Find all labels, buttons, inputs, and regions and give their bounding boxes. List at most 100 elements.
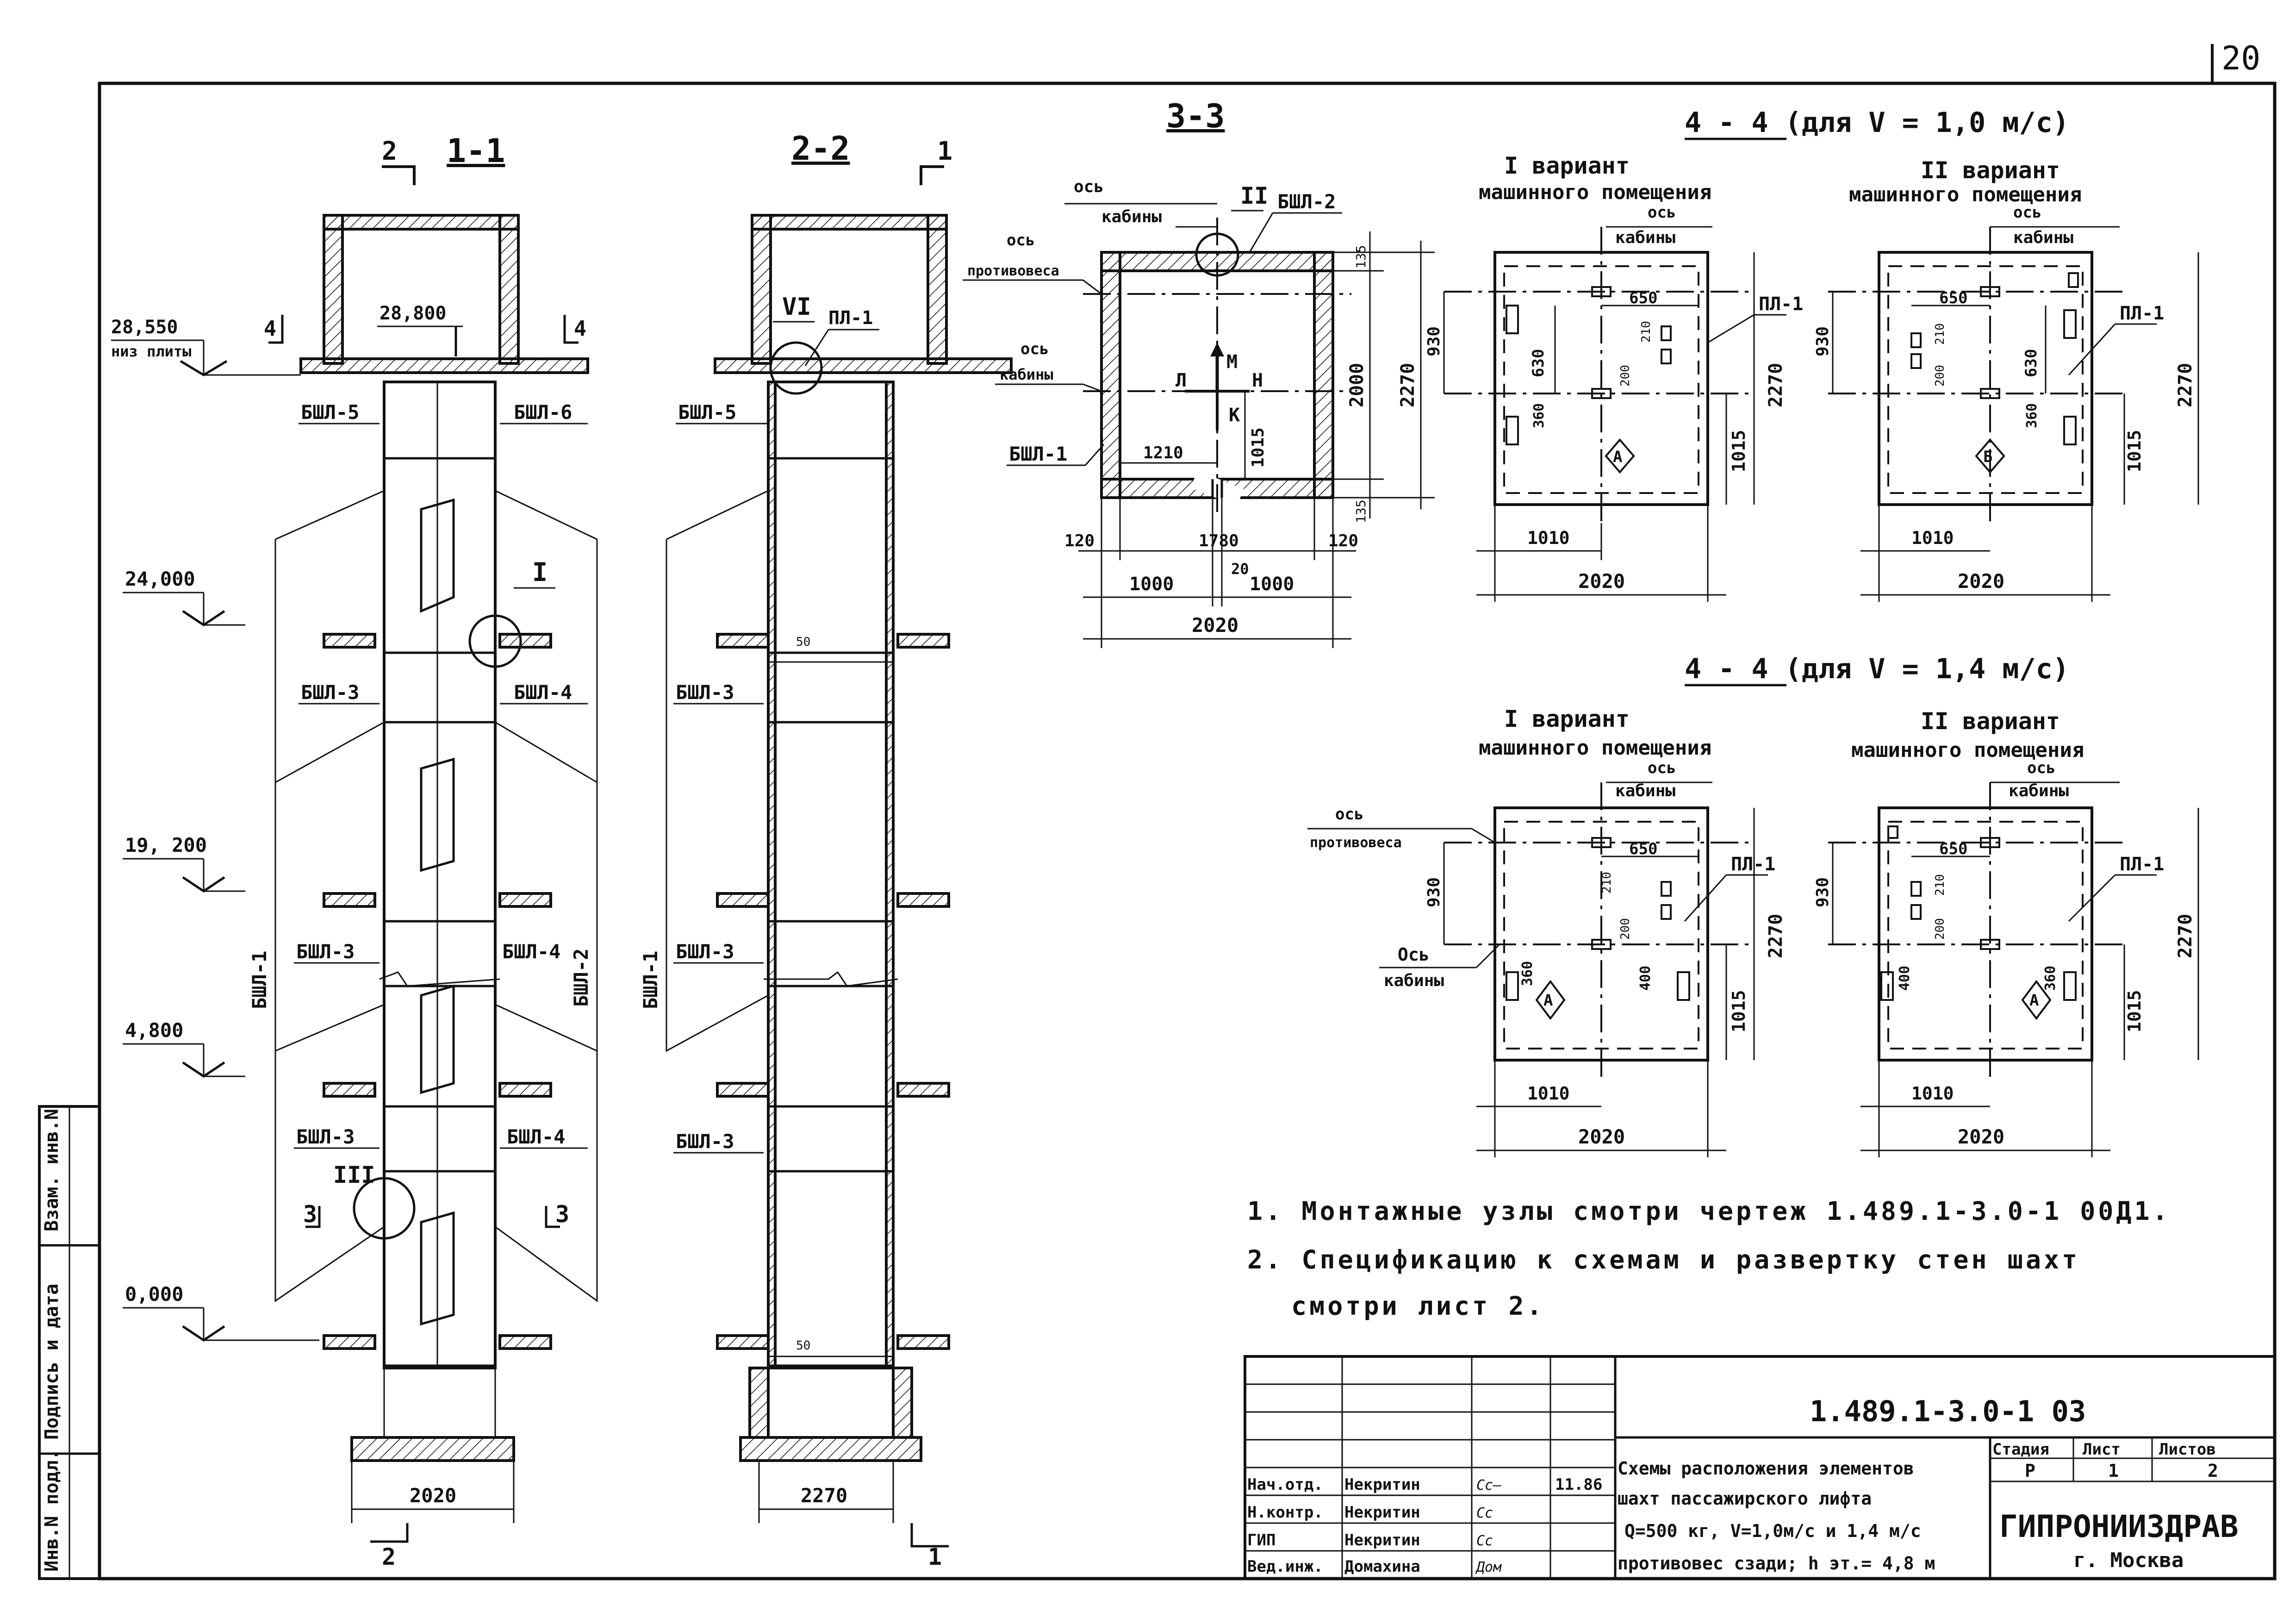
v10a-200: 200 <box>1618 365 1632 387</box>
v10b-mark: Б <box>1983 448 1992 466</box>
label-bshl4-a: БШЛ-4 <box>514 681 572 704</box>
tb-code: 1.489.1-3.0-1 03 <box>1810 1394 2086 1428</box>
cut-mark-1-top: 1 <box>937 136 952 166</box>
mark-4-right: 4 <box>574 316 586 341</box>
label-bshl1-vert: БШЛ-1 <box>248 951 271 1009</box>
mark-3-left: 3 <box>303 1201 317 1228</box>
elev-0: 0,000 <box>125 1283 183 1305</box>
note-2a: 2. Спецификацию к схемам и развертку сте… <box>1247 1245 2080 1274</box>
section-1-1-title: 1-1 <box>447 132 505 170</box>
title-block: Нач.отд. Некритин Сс— 11.86 Н.контр. Нек… <box>1244 1355 2276 1580</box>
v14b-210: 210 <box>1933 874 1947 896</box>
tb-r4-sig: Дом <box>1475 1559 1502 1575</box>
section-2-2-title: 2-2 <box>791 130 850 168</box>
tb-sheet-h: Лист <box>2083 1440 2121 1459</box>
elev-top-note: низ плиты <box>111 343 191 360</box>
dim-135-a: 135 <box>1353 245 1369 269</box>
dim-120-a: 120 <box>1064 531 1095 550</box>
tb-r1-date: 11.86 <box>1555 1475 1602 1494</box>
label-bshl5-1: БШЛ-5 <box>301 401 359 424</box>
dim-50-b: 50 <box>796 1339 810 1353</box>
dim-20: 20 <box>1231 560 1249 578</box>
dir-N: Н <box>1252 370 1263 391</box>
mark-4-left: 4 <box>264 316 276 341</box>
elev-top: 28,550 <box>111 317 178 338</box>
dim-1780: 1780 <box>1199 531 1239 550</box>
v14b-2020: 2020 <box>1958 1125 2004 1148</box>
v14b-1015: 1015 <box>2124 990 2145 1032</box>
axis-cw2: противовеса <box>967 263 1059 279</box>
v10a-2270: 2270 <box>1765 363 1786 407</box>
node-VI: VI <box>782 293 811 321</box>
v10b-630: 630 <box>2022 349 2041 377</box>
v10-axis1b: кабины <box>1615 228 1675 247</box>
elev-19: 19, 200 <box>125 834 207 856</box>
label-bshl2-plan: БШЛ-2 <box>1277 190 1336 213</box>
v14b-400: 400 <box>1897 966 1913 991</box>
v10b-200: 200 <box>1933 365 1947 387</box>
node-III: III <box>333 1162 375 1188</box>
v14a-650: 650 <box>1629 840 1657 858</box>
v10a-2020: 2020 <box>1578 570 1625 593</box>
v10-var2-title: II вариант <box>1921 157 2060 184</box>
v14b-2270: 2270 <box>2175 914 2196 958</box>
elev-slab: 28,800 <box>380 303 447 324</box>
v14b-pl1: ПЛ-1 <box>2120 854 2164 875</box>
v10-axis2: ось <box>2013 203 2041 222</box>
dim-50-a: 50 <box>796 635 810 649</box>
v10a-650: 650 <box>1629 289 1657 307</box>
tb-desc4: противовес сзади; h эт.= 4,8 м <box>1618 1553 1935 1574</box>
v14a-mark: А <box>1543 991 1553 1010</box>
v10b-360: 360 <box>2024 403 2040 428</box>
cut-mark-2-top: 2 <box>382 136 397 166</box>
dim-1015-plan: 1015 <box>1249 427 1268 468</box>
note-1: 1. Монтажные узлы смотри чертеж 1.489.1-… <box>1247 1196 2171 1226</box>
tb-sheets: 2 <box>2208 1461 2218 1481</box>
v14a-930: 930 <box>1425 877 1444 907</box>
v10a-630: 630 <box>1529 349 1548 377</box>
v10b-2270: 2270 <box>2175 363 2196 407</box>
v14a-200: 200 <box>1618 918 1632 940</box>
v14b-mark: А <box>2029 991 2039 1010</box>
v10b-1010: 1010 <box>1911 528 1954 548</box>
dir-K: К <box>1229 405 1240 426</box>
axis-cw: ось <box>1007 231 1035 250</box>
v14b-1010: 1010 <box>1911 1083 1954 1104</box>
mark-3-right: 3 <box>555 1201 569 1228</box>
dim-120-b: 120 <box>1328 531 1358 550</box>
v14a-2020: 2020 <box>1578 1125 1625 1148</box>
sheet-frame: 20 <box>98 39 2277 1580</box>
stamp-inv-original: Инв.N подл. <box>41 1449 62 1572</box>
label-bshl5-2: БШЛ-5 <box>678 401 736 424</box>
v14a-2270: 2270 <box>1765 914 1786 958</box>
stamp-replace-inv: Взам. инв.N <box>41 1109 62 1231</box>
v14a-pl1: ПЛ-1 <box>1731 854 1775 875</box>
v10a-1015: 1015 <box>1729 430 1749 472</box>
tb-desc2: шахт пассажирского лифта <box>1618 1488 1872 1509</box>
cut-mark-2-bottom: 2 <box>382 1543 396 1570</box>
label-bshl6: БШЛ-6 <box>514 401 572 424</box>
label-bshl3-2a: БШЛ-3 <box>676 681 734 704</box>
v10-var2-sub: машинного помещения <box>1849 183 2082 206</box>
tb-r4-role: Вед.инж. <box>1247 1557 1323 1576</box>
dim-1-1-width: 2020 <box>410 1484 456 1507</box>
v14-axis-cab-left: Ось <box>1398 944 1430 965</box>
dim-135-b: 135 <box>1353 500 1369 523</box>
dim-1210: 1210 <box>1143 443 1183 462</box>
section-3-3-title: 3-3 <box>1166 97 1225 135</box>
v10a-930: 930 <box>1425 326 1444 356</box>
tb-stage: Р <box>2025 1461 2035 1481</box>
v10a-mark: А <box>1613 448 1622 466</box>
v14a-1010: 1010 <box>1527 1083 1570 1104</box>
section-1-1: 1-1 2 28,800 28,550 низ плиты 4 4 <box>111 132 598 1570</box>
tb-desc3: Q=500 кг, V=1,0м/с и 1,4 м/с <box>1624 1521 1921 1541</box>
dim-2000: 2000 <box>1346 363 1368 407</box>
v10b-pl1: ПЛ-1 <box>2120 303 2164 324</box>
plan-v14: 4 - 4 (для V = 1,4 м/с) I вариант машинн… <box>1307 653 2199 1157</box>
v14-axis1: ось <box>1648 759 1676 777</box>
section-3-3: 3-3 II БШЛ-2 ось кабины ось противовеса … <box>963 97 1435 648</box>
dim-1000-b: 1000 <box>1250 574 1294 595</box>
v14-axis2: ось <box>2027 759 2055 777</box>
tb-r2-role: Н.контр. <box>1247 1503 1323 1522</box>
stamp-sign-date: Подпись и дата <box>41 1284 62 1440</box>
